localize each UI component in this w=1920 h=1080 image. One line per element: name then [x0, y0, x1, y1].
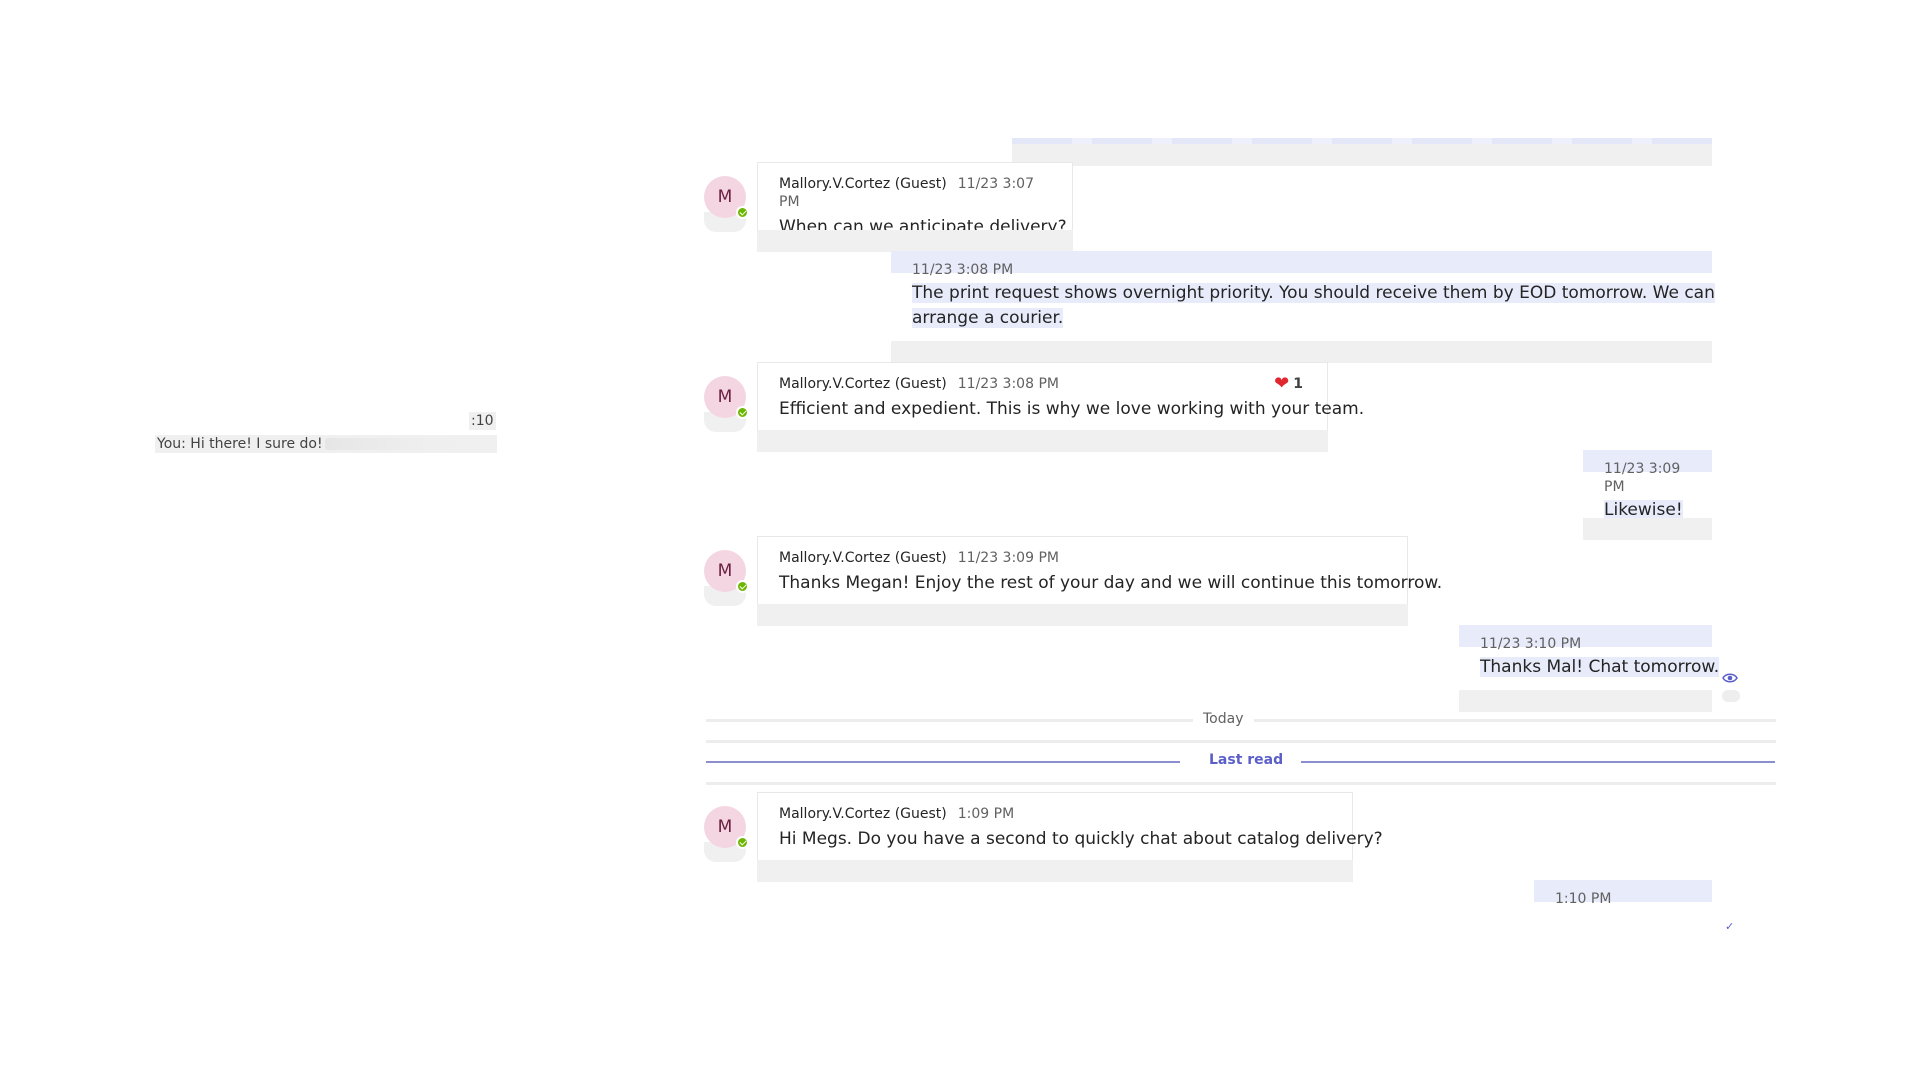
message-bubble[interactable]: Mallory.V.Cortez (Guest) 11/23 3:09 PM Th… [757, 536, 1443, 604]
message-header: Mallory.V.Cortez (Guest) 11/23 3:09 PM [779, 549, 1387, 567]
chat-list-item-snippet[interactable]: You: Hi there! I sure do! [155, 435, 497, 453]
avatar-shadow [704, 412, 746, 432]
avatar-initial: M [717, 561, 733, 581]
sender-name: Mallory.V.Cortez (Guest) [779, 176, 947, 192]
message-time: 11/23 3:09 PM [957, 550, 1059, 566]
own-message-bubble[interactable]: 1:10 PM [1534, 880, 1712, 910]
message-time: 11/23 3:08 PM [912, 262, 1014, 278]
message-header: Mallory.V.Cortez (Guest) 1:09 PM [779, 805, 1332, 823]
reaction-badge[interactable]: ❤ 1 [1274, 375, 1303, 393]
sender-name: Mallory.V.Cortez (Guest) [779, 550, 947, 566]
message-shadow [1583, 518, 1712, 540]
sender-name: Mallory.V.Cortez (Guest) [779, 806, 947, 822]
available-check-icon [736, 406, 749, 419]
own-message-highlight [1583, 450, 1712, 472]
own-message-highlight [891, 251, 1712, 273]
message-shadow [757, 604, 1408, 626]
own-message-bubble[interactable]: 11/23 3:09 PM Likewise! [1583, 450, 1712, 520]
message-text: The print request shows overnight priori… [912, 281, 1715, 331]
avatar[interactable]: M [704, 806, 749, 849]
clipped-message-shadow [1012, 144, 1712, 166]
own-message-bubble[interactable]: 11/23 3:08 PM The print request shows ov… [891, 251, 1715, 341]
available-check-icon [736, 206, 749, 219]
message-time: 1:09 PM [957, 806, 1015, 822]
clipped-message-remnant [1012, 138, 1712, 144]
message-shadow [757, 230, 1073, 252]
chat-list-item-time: :10 [469, 412, 496, 430]
message-time: 11/23 3:09 PM [1604, 461, 1681, 495]
own-message-highlight [1534, 880, 1712, 902]
message-line-2: arrange a courier. [912, 308, 1064, 328]
avatar[interactable]: M [704, 176, 749, 219]
message-text: Thanks Megan! Enjoy the rest of your day… [779, 573, 1443, 593]
message-time: 1:10 PM [1555, 891, 1612, 907]
own-message-bubble[interactable]: 11/23 3:10 PM Thanks Mal! Chat tomorrow. [1459, 625, 1720, 691]
message-header: Mallory.V.Cortez (Guest)11/23 3:07 PM [779, 175, 1052, 211]
message-text: Efficient and expedient. This is why we … [779, 399, 1365, 419]
available-check-icon [736, 580, 749, 593]
date-divider-label: Today [1193, 711, 1254, 727]
heart-icon: ❤ [1274, 373, 1290, 394]
message-text: Hi Megs. Do you have a second to quickly… [779, 829, 1383, 849]
message-time: 11/23 3:10 PM [1480, 636, 1582, 652]
avatar[interactable]: M [704, 550, 749, 593]
date-divider-shadow [706, 740, 1776, 743]
chat-list-snippet-text: You: Hi there! I sure do! [157, 436, 323, 452]
avatar-shadow [704, 212, 746, 232]
eye-icon [1722, 670, 1738, 686]
message-line-1: Likewise! [1604, 500, 1683, 520]
available-check-icon [736, 836, 749, 849]
message-shadow [891, 341, 1712, 363]
message-time: 11/23 3:07 PM [779, 176, 1034, 210]
avatar-initial: M [717, 387, 733, 407]
avatar-initial: M [717, 817, 733, 837]
message-shadow [757, 430, 1328, 452]
avatar-shadow [704, 586, 746, 606]
last-read-label: Last read [1199, 752, 1294, 768]
avatar-initial: M [717, 187, 733, 207]
sender-name: Mallory.V.Cortez (Guest) [779, 376, 947, 392]
last-read-shadow [706, 782, 1776, 785]
message-header: Mallory.V.Cortez (Guest) 11/23 3:08 PM [779, 375, 1307, 393]
reaction-count: 1 [1293, 376, 1303, 392]
avatar[interactable]: M [704, 376, 749, 419]
own-message-highlight [1459, 625, 1712, 647]
message-shadow [757, 860, 1353, 882]
message-bubble[interactable]: Mallory.V.Cortez (Guest) 11/23 3:08 PM Ef… [757, 362, 1365, 430]
last-read-line-left [706, 761, 1180, 763]
message-bubble[interactable]: Mallory.V.Cortez (Guest) 1:09 PM Hi Megs.… [757, 792, 1383, 860]
message-text: Thanks Mal! Chat tomorrow. [1480, 655, 1720, 680]
snippet-fade [324, 438, 495, 450]
message-time: 11/23 3:08 PM [957, 376, 1059, 392]
last-read-line-right [1301, 761, 1775, 763]
message-line-1: Thanks Mal! Chat tomorrow. [1480, 657, 1720, 677]
message-bubble[interactable]: Mallory.V.Cortez (Guest)11/23 3:07 PM Wh… [757, 162, 1073, 237]
message-shadow [1459, 690, 1712, 712]
avatar-shadow [704, 842, 746, 862]
message-line-1: The print request shows overnight priori… [912, 283, 1715, 303]
message-text: Likewise! [1604, 498, 1692, 523]
seen-icon-shadow [1722, 690, 1740, 702]
check-icon: ✓ [1725, 920, 1735, 933]
